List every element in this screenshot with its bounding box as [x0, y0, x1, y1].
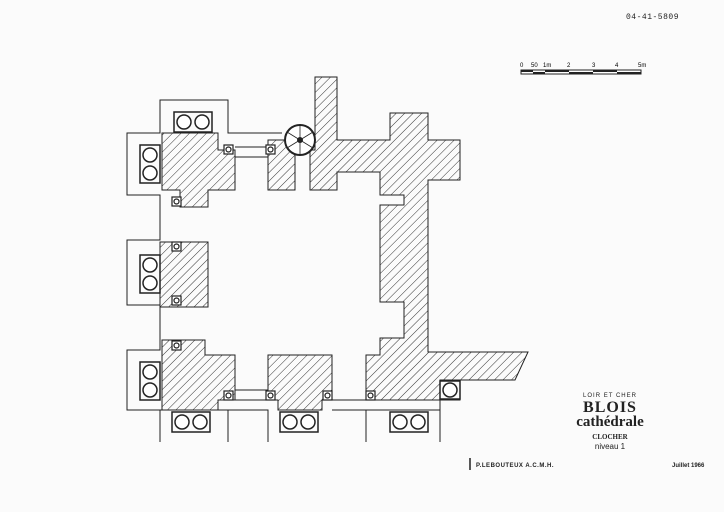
scale-label: 0 [520, 63, 524, 69]
scale-label: 1m [543, 63, 551, 69]
pier-top-left [161, 132, 236, 208]
pier-bottom-left [161, 339, 236, 411]
author-label: P.LEBOUTEUX A.C.M.H. [476, 463, 555, 469]
wall-outline [126, 99, 461, 442]
pier-bottom-mid [267, 354, 333, 411]
date-label: Juillet 1966 [672, 463, 705, 469]
scale-label: 50 [531, 63, 538, 69]
part-title: CLOCHER [592, 433, 628, 441]
scale-label: 3 [592, 63, 596, 69]
spiral-stair-icon [284, 124, 316, 156]
department-label: LOIR ET CHER [583, 393, 637, 399]
building-title: cathédrale [576, 414, 644, 430]
scale-label: 5m [638, 63, 646, 69]
scale-bar: 0 50 1m 2 3 4 5m [520, 63, 646, 75]
scale-label: 4 [615, 63, 619, 69]
colonnettes [171, 144, 376, 401]
pier-mid-left [159, 241, 209, 308]
column-bases [139, 111, 461, 433]
tower-wall-mass [309, 76, 529, 401]
reference-number: 04-41-5809 [626, 13, 680, 22]
city-title: BLOIS [583, 399, 637, 416]
level-label: niveau 1 [594, 442, 626, 451]
scale-label: 2 [567, 63, 571, 69]
